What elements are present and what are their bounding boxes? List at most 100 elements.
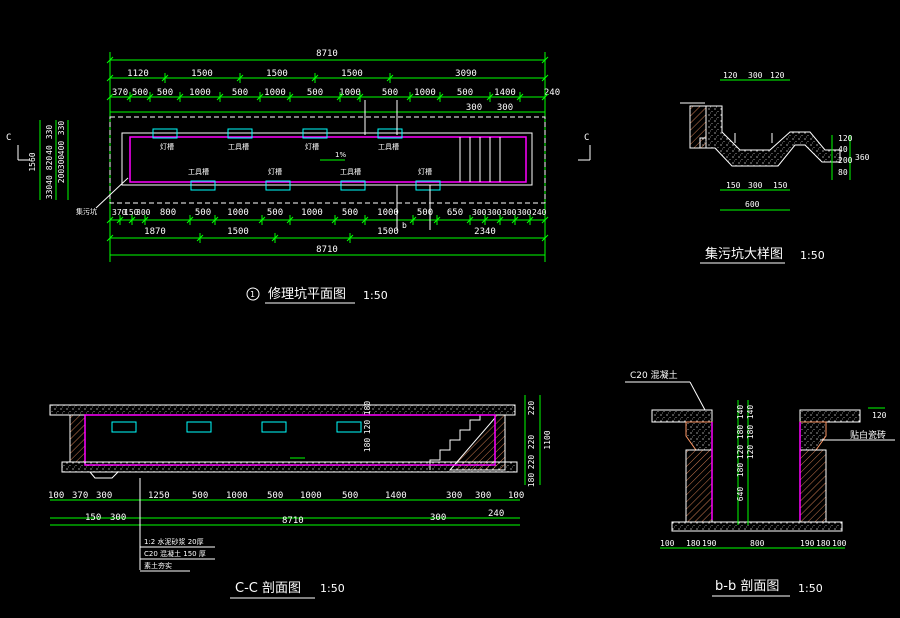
dim-text: 100	[508, 491, 524, 501]
cc-dim: 180	[527, 473, 536, 488]
legend-line: C20 混凝土 150 厚	[144, 549, 206, 558]
dim-text: 1000	[414, 88, 436, 98]
cc-dim: 180	[363, 438, 372, 453]
plan-total-top: 8710	[316, 49, 338, 59]
dim-text: 1000	[189, 88, 211, 98]
dim-text: 500	[457, 88, 473, 98]
section-mark-c: C	[584, 133, 589, 143]
cc-dim: 220	[527, 401, 536, 416]
bb-dim: 640	[736, 487, 745, 502]
bb-dim: 120	[746, 445, 755, 460]
dim-text: 150	[85, 513, 101, 523]
dim-text: 300	[517, 208, 532, 217]
dim-text: 180	[816, 539, 831, 548]
sump-scale: 1:50	[800, 249, 825, 262]
plan-label: 工具槽	[378, 142, 399, 151]
dim-text: 1500	[266, 69, 288, 79]
legend-line: 素土夯实	[144, 561, 172, 570]
sump-detail: 120 300 120 150 300 150 600 120 40 200 8…	[680, 71, 870, 264]
plan-label: 灯槽	[268, 167, 282, 176]
dim-text: 1000	[339, 88, 361, 98]
dim-text: 300	[446, 491, 462, 501]
left-dim: 330	[45, 125, 54, 140]
legend-line: 1:2 水泥砂浆 20厚	[144, 537, 204, 546]
dim-text: 1500	[341, 69, 363, 79]
dim-text: 190	[702, 539, 717, 548]
left-dim: 40	[45, 175, 54, 185]
bb-dim: 140	[746, 405, 755, 420]
dim-text: 1870	[144, 227, 166, 237]
drain-label: 集污坑	[76, 207, 97, 216]
dim-text: 300	[430, 513, 446, 523]
plan-marker: 1	[250, 290, 255, 299]
dim-text: 300	[475, 491, 491, 501]
left-dim: 330	[57, 121, 66, 136]
cc-title: C-C 剖面图	[235, 581, 301, 596]
bb-dim: 180	[736, 425, 745, 440]
sump-dim: 300	[748, 71, 763, 80]
dim-text: 1250	[148, 491, 170, 501]
left-dim: 330	[45, 185, 54, 200]
dim-text: 1400	[494, 88, 516, 98]
bb-concrete: C20 混凝土	[630, 369, 678, 381]
sump-dim: 80	[838, 168, 848, 177]
dim-text: 1000	[301, 208, 323, 218]
dim-text: 500	[192, 491, 208, 501]
cc-dim: 220	[527, 455, 536, 470]
sump-dim: 200	[838, 156, 853, 165]
dim-text: 300	[96, 491, 112, 501]
dim-text: 800	[160, 208, 176, 218]
dim-text: 1120	[127, 69, 149, 79]
dim-text: 300	[110, 513, 126, 523]
dim-text: 300	[502, 208, 517, 217]
dim-text: 500	[307, 88, 323, 98]
bb-dim: 120	[736, 445, 745, 460]
sump-dim: 150	[726, 181, 741, 190]
dim-text: 500	[382, 88, 398, 98]
sump-dim: 120	[838, 134, 853, 143]
dim-text: 3090	[455, 69, 477, 79]
bb-dim: 180	[736, 463, 745, 478]
plan-label: 工具槽	[188, 167, 209, 176]
section-cc: 220 220 220 180 1100 180 120 180 100 370…	[48, 395, 552, 599]
dim-text: 500	[157, 88, 173, 98]
dim-text: 370	[112, 208, 127, 217]
dim-text: 1000	[226, 491, 248, 501]
section-mark-b: b	[402, 221, 407, 230]
dim-text: 240	[544, 88, 560, 98]
bb-dim: 180	[746, 425, 755, 440]
bb-scale: 1:50	[798, 582, 823, 595]
bb-dim: 120	[872, 411, 887, 420]
section-bb: C20 混凝土 贴白瓷砖 120 140 180 120 180 640 140…	[625, 369, 895, 597]
dim-text: 500	[417, 208, 433, 218]
dim-text: 100	[48, 491, 64, 501]
sump-dim: 300	[748, 181, 763, 190]
dim-text: 100	[832, 539, 847, 548]
left-dim: 40	[45, 145, 54, 155]
left-dim: 1560	[28, 152, 37, 171]
dim-text: 300	[466, 103, 482, 113]
left-dim: 200	[57, 169, 66, 184]
dim-text: 8710	[282, 516, 304, 526]
plan-label: 灯槽	[418, 167, 432, 176]
plan-top-row1: 1120 1500 1500 1500 3090	[127, 69, 477, 79]
bb-tile: 贴白瓷砖	[850, 429, 886, 441]
slope-label: 1%	[335, 151, 346, 159]
dim-text: 500	[342, 208, 358, 218]
sump-dim: 40	[838, 145, 848, 154]
sump-dim: 150	[773, 181, 788, 190]
plan-top-row2: 370 500 500 1000 500 1000 500 1000 500 1…	[112, 88, 560, 98]
dim-text: 370	[72, 491, 88, 501]
dim-text: 500	[132, 88, 148, 98]
sump-dim: 600	[745, 200, 760, 209]
sump-dim: 360	[855, 153, 870, 162]
sump-title: 集污坑大样图	[705, 246, 783, 262]
bb-dim: 140	[736, 405, 745, 420]
plan-label: 灯槽	[160, 142, 174, 151]
dim-text: 1500	[377, 227, 399, 237]
dim-text: 2340	[474, 227, 496, 237]
dim-text: 1000	[300, 491, 322, 501]
cc-row1: 100 370 300 1250 500 1000 500 1000 500 1…	[48, 491, 524, 501]
plan-label: 工具槽	[228, 142, 249, 151]
